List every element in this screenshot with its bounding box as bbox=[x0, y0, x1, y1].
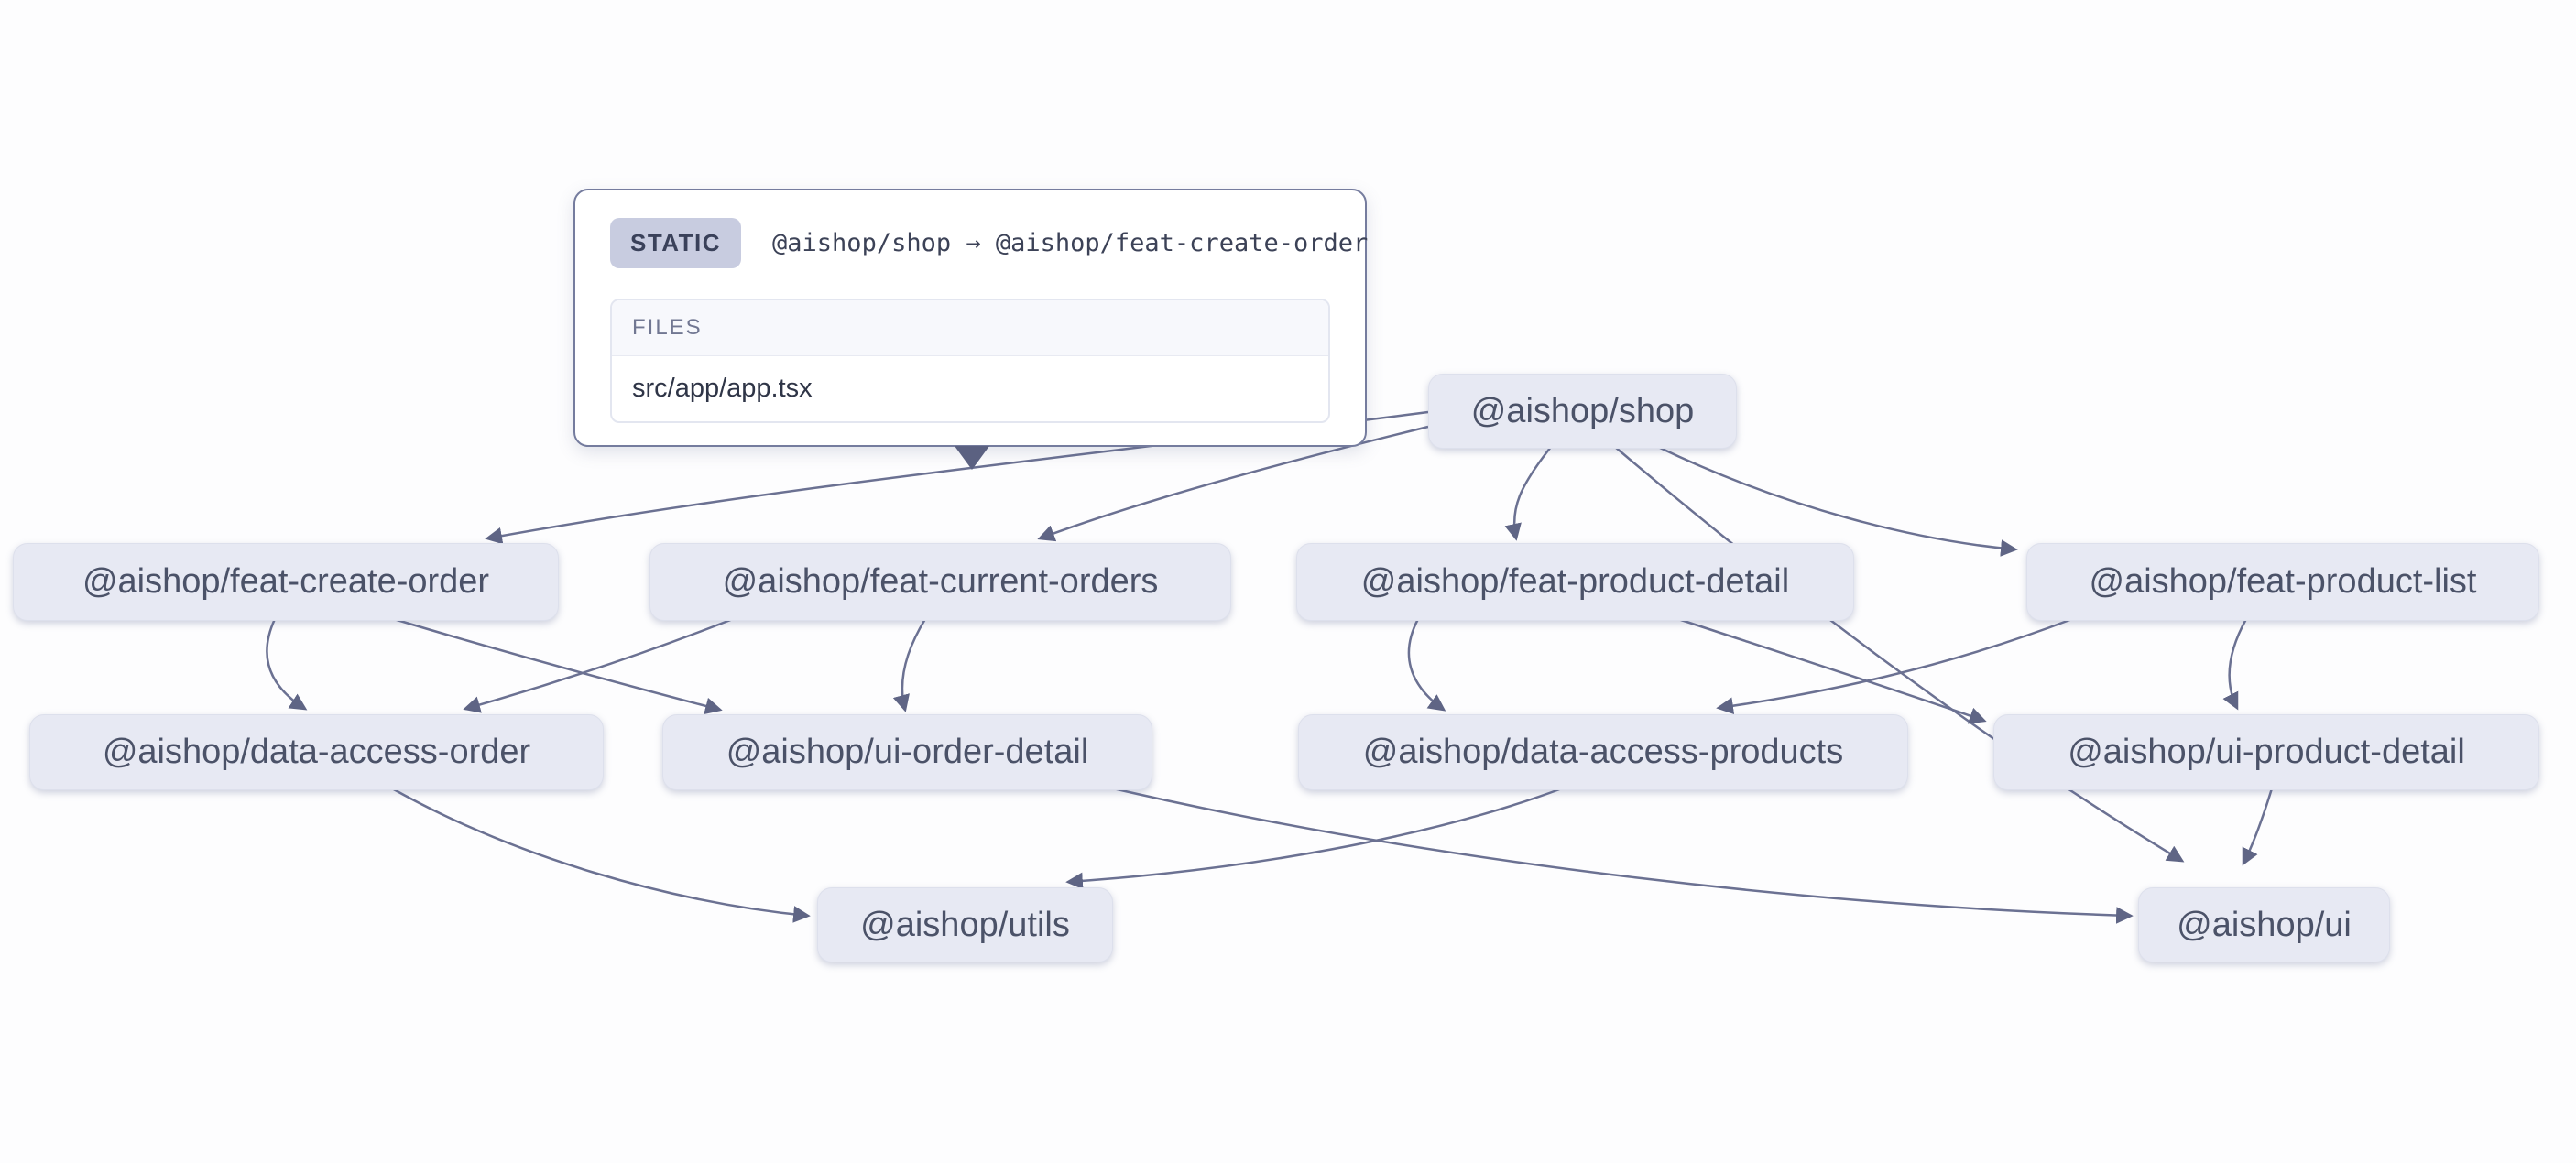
edge-ui-product-detail-to-ui[interactable] bbox=[2242, 788, 2274, 866]
edge-type-badge: STATIC bbox=[610, 218, 742, 268]
tooltip-header: STATIC @aishop/shop → @aishop/feat-creat… bbox=[575, 190, 1369, 268]
edge-tooltip: STATIC @aishop/shop → @aishop/feat-creat… bbox=[573, 189, 1369, 447]
node-ui-order-detail[interactable]: @aishop/ui-order-detail bbox=[662, 714, 1152, 790]
node-label: @aishop/feat-product-detail bbox=[1360, 562, 1790, 601]
edge-feat-create-order-to-data-access-order[interactable] bbox=[266, 618, 308, 711]
node-label: @aishop/feat-product-list bbox=[2089, 562, 2477, 601]
tooltip-file-path: src/app/app.tsx bbox=[632, 374, 813, 403]
node-label: @aishop/shop bbox=[1470, 391, 1695, 430]
tooltip-edge-label: @aishop/shop → @aishop/feat-create-order bbox=[772, 229, 1369, 257]
tooltip-caret-icon bbox=[955, 446, 989, 470]
edge-data-access-order-to-utils[interactable] bbox=[391, 787, 811, 923]
node-label: @aishop/ui bbox=[2177, 905, 2352, 944]
node-label: @aishop/ui-order-detail bbox=[726, 733, 1089, 771]
node-label: @aishop/feat-current-orders bbox=[722, 562, 1159, 601]
edge-shop-to-feat-product-detail[interactable] bbox=[1504, 446, 1552, 541]
tooltip-files-box: FILES src/app/app.tsx bbox=[610, 299, 1330, 423]
edge-feat-create-order-to-ui-order-detail[interactable] bbox=[393, 617, 723, 715]
node-feat-product-detail[interactable]: @aishop/feat-product-detail bbox=[1296, 543, 1854, 621]
edge-shop-to-feat-current-orders[interactable] bbox=[1037, 425, 1429, 542]
node-label: @aishop/utils bbox=[860, 905, 1070, 944]
edge-feat-product-list-to-data-access-products[interactable] bbox=[1716, 617, 2073, 715]
tooltip-files-header: FILES bbox=[612, 300, 1328, 356]
edge-shop-to-feat-product-list[interactable] bbox=[1657, 445, 2018, 557]
node-utils[interactable]: @aishop/utils bbox=[817, 887, 1113, 962]
edge-feat-product-detail-to-ui-product-detail[interactable] bbox=[1677, 617, 1987, 724]
node-shop[interactable]: @aishop/shop bbox=[1428, 374, 1737, 449]
node-label: @aishop/feat-create-order bbox=[82, 562, 490, 601]
node-ui-product-detail[interactable]: @aishop/ui-product-detail bbox=[1993, 714, 2539, 790]
edge-feat-current-orders-to-ui-order-detail[interactable] bbox=[892, 618, 927, 712]
node-ui[interactable]: @aishop/ui bbox=[2138, 887, 2390, 962]
node-data-access-products[interactable]: @aishop/data-access-products bbox=[1298, 714, 1908, 790]
edge-feat-product-list-to-ui-product-detail[interactable] bbox=[2222, 618, 2248, 711]
node-label: @aishop/data-access-products bbox=[1362, 733, 1844, 771]
edge-feat-product-detail-to-data-access-products[interactable] bbox=[1407, 618, 1446, 712]
node-label: @aishop/ui-product-detail bbox=[2068, 733, 2465, 771]
edge-feat-current-orders-to-data-access-order[interactable] bbox=[463, 617, 734, 713]
node-data-access-order[interactable]: @aishop/data-access-order bbox=[29, 714, 604, 790]
edge-shop-to-ui[interactable] bbox=[1614, 446, 2185, 863]
node-feat-current-orders[interactable]: @aishop/feat-current-orders bbox=[649, 543, 1231, 621]
node-feat-create-order[interactable]: @aishop/feat-create-order bbox=[13, 543, 559, 621]
node-label: @aishop/data-access-order bbox=[102, 733, 531, 771]
node-feat-product-list[interactable]: @aishop/feat-product-list bbox=[2026, 543, 2539, 621]
edge-data-access-products-to-utils[interactable] bbox=[1065, 787, 1563, 890]
edge-ui-order-detail-to-ui[interactable] bbox=[1112, 787, 2134, 924]
